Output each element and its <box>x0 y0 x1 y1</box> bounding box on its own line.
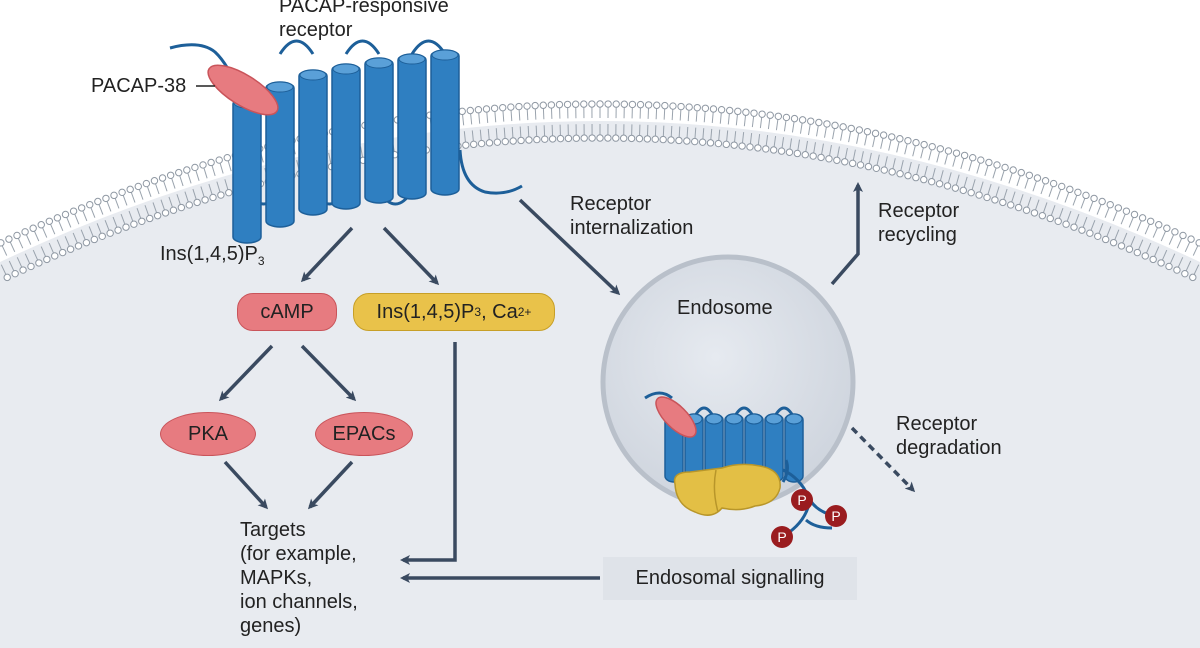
pathway-arrows <box>218 182 916 583</box>
receptor-title: PACAP-responsive receptor <box>279 0 449 41</box>
pka-node: PKA <box>160 412 256 456</box>
epacs-node: EPACs <box>315 412 413 456</box>
pacap38-label: PACAP-38 <box>91 75 187 97</box>
svg-text:P: P <box>831 508 840 524</box>
receptor-recycling-label: Receptor recycling <box>878 200 960 246</box>
endosome-label: Endosome <box>677 297 773 319</box>
receptor-7tm-icon <box>169 39 523 244</box>
targets-label: Targets (for example, MAPKs, ion channel… <box>240 519 358 637</box>
receptor-degradation-label: Receptor degradation <box>896 413 1002 459</box>
ligand-icon <box>207 64 279 116</box>
arrestin-icon <box>673 463 781 516</box>
ins-label: Ins(1,4,5)P3 <box>160 243 265 268</box>
cytoplasm <box>0 121 1200 648</box>
svg-text:P: P <box>777 529 786 545</box>
svg-text:P: P <box>797 492 806 508</box>
receptor-internalization-label: Receptor internalization <box>570 193 694 239</box>
endosomal-signalling-box: Endosomal signalling <box>603 557 857 600</box>
phosphate-icon: P P P <box>771 489 847 548</box>
camp-node: cAMP <box>237 293 337 331</box>
